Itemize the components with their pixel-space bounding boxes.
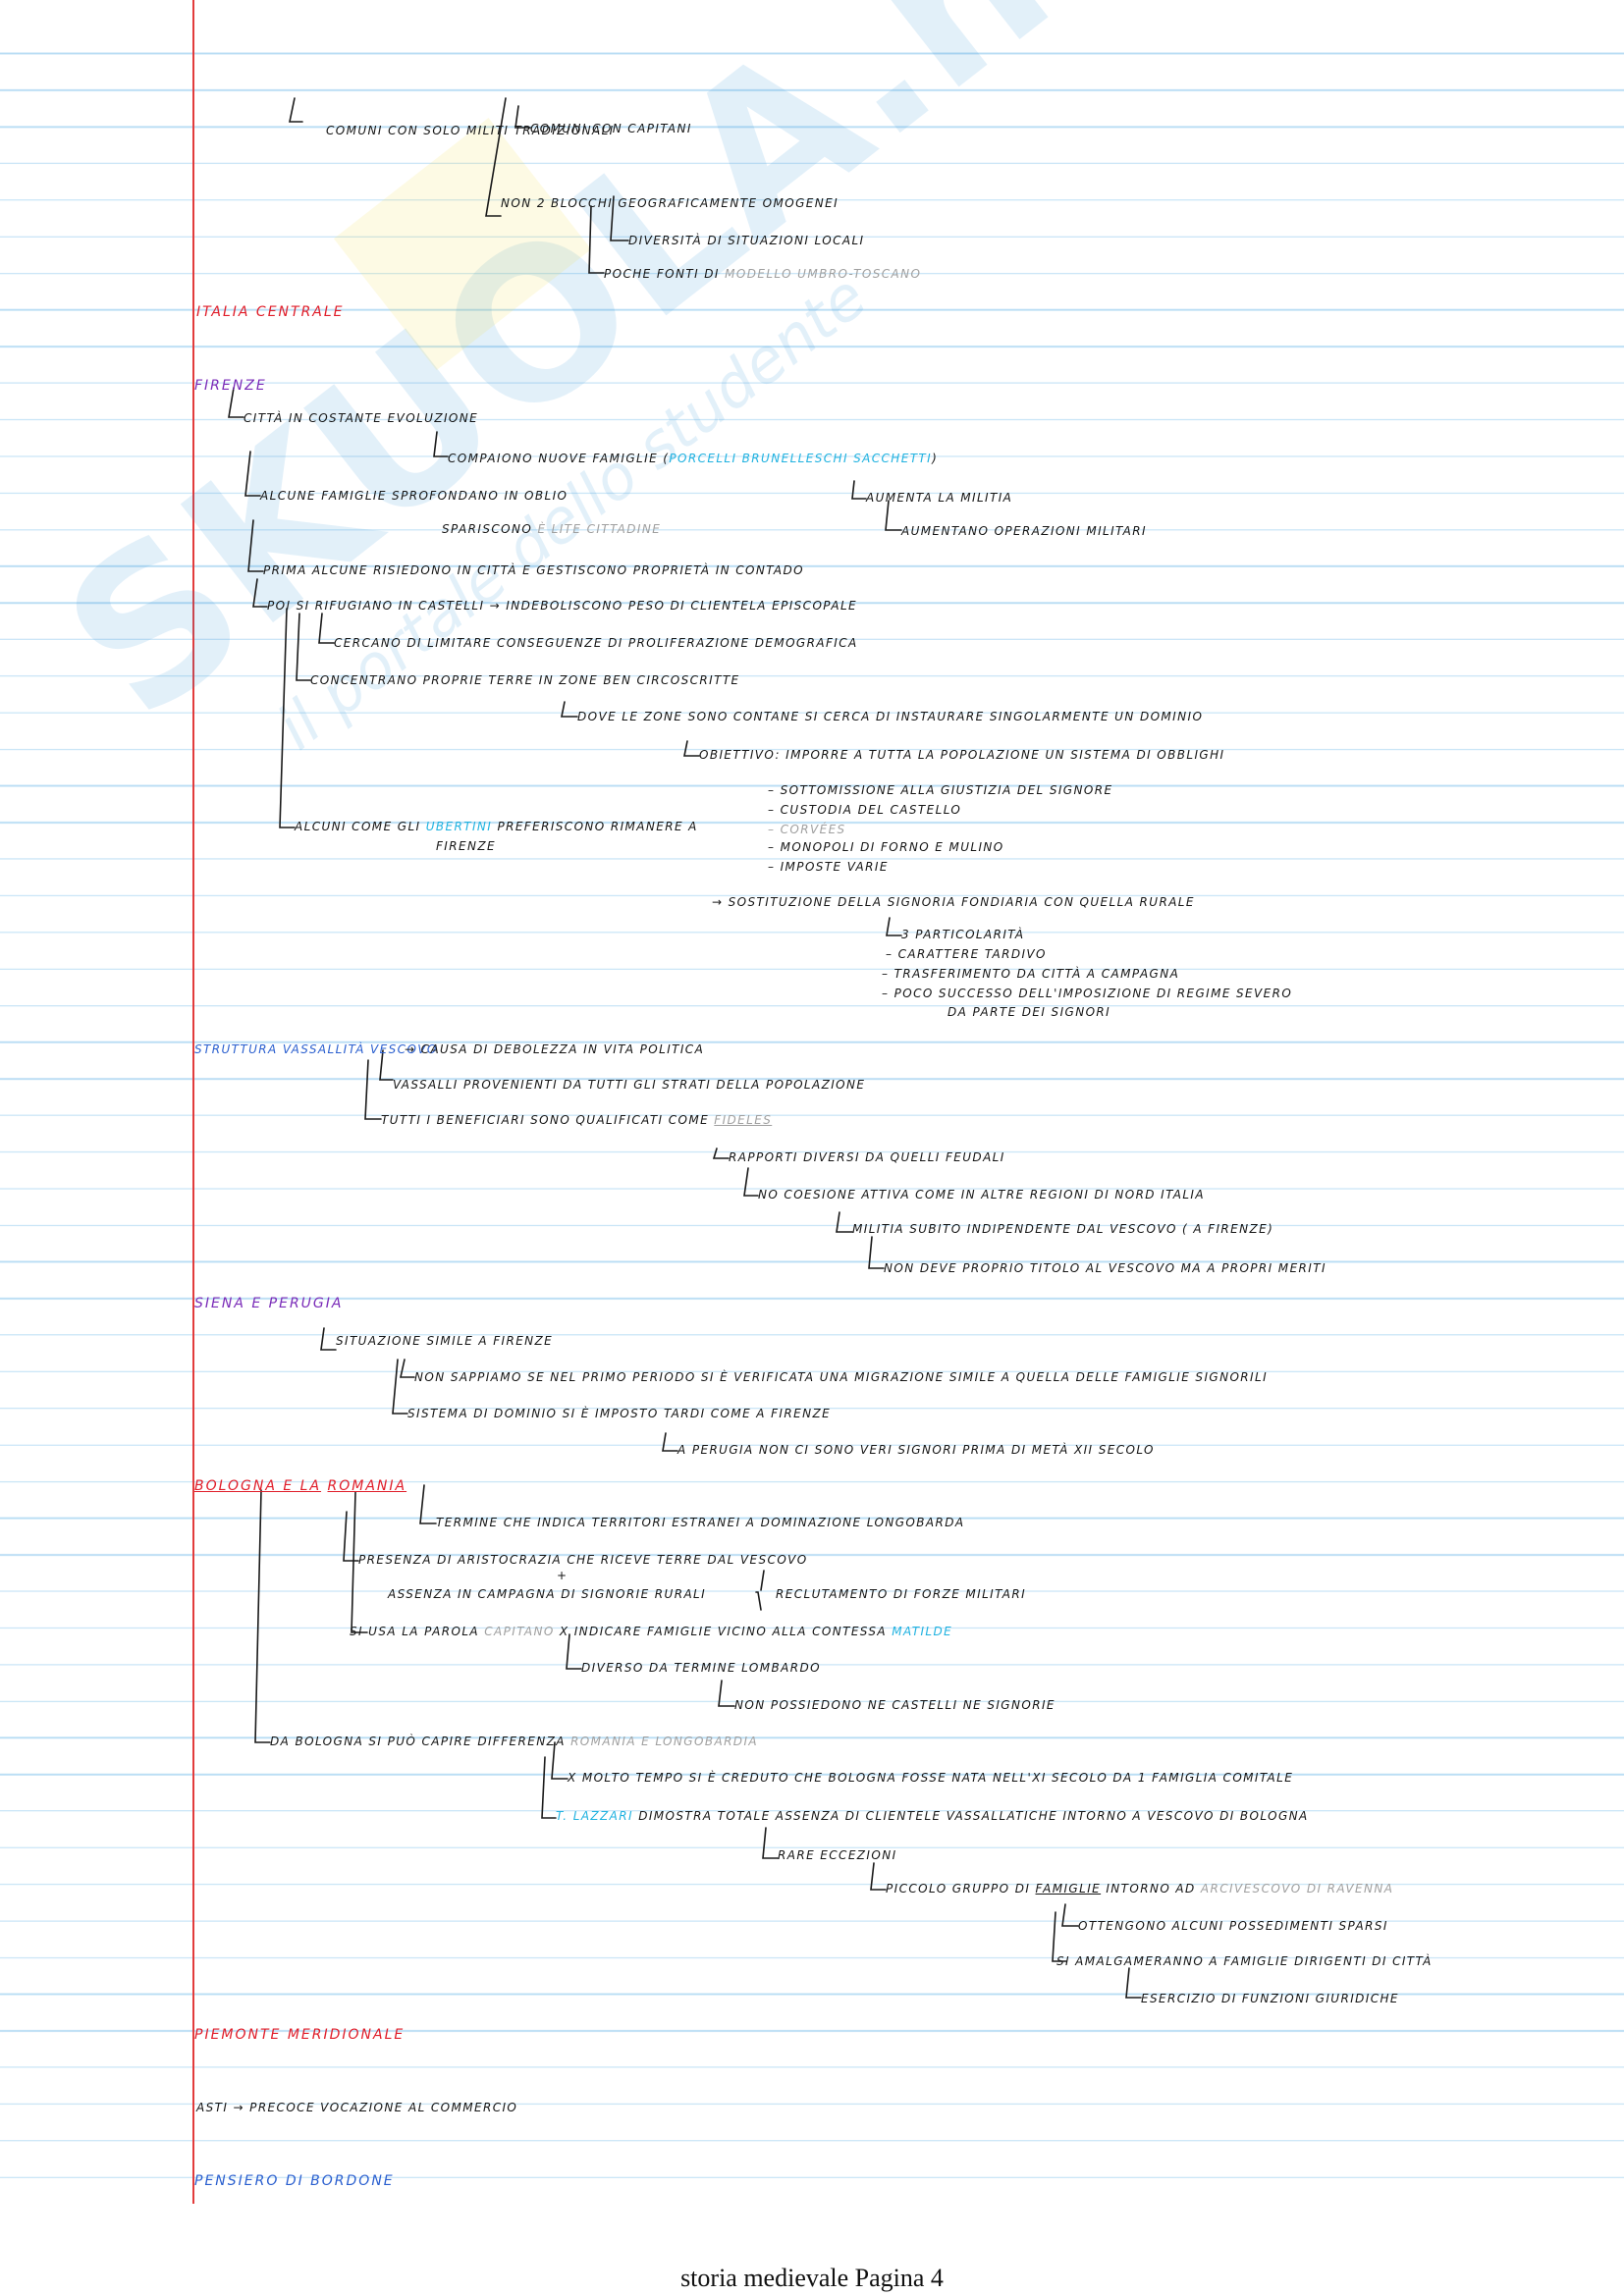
text-piccolo-gruppo: piccolo gruppo di famiglie intorno ad ar…: [886, 1882, 1393, 1896]
text-non-deve-titolo: non deve proprio titolo al vescovo ma a …: [884, 1261, 1326, 1275]
text-prima-alcune-risiedono: prima alcune risiedono in città e gestis…: [263, 563, 804, 577]
text-spariscono-a: spariscono: [442, 522, 533, 536]
heading-struttura-vassallita: struttura vassallità vescovo: [194, 1042, 438, 1056]
text-alcuni-come-ubertini: alcuni come gli ubertini preferiscono ri…: [295, 820, 698, 833]
text-ottengono-possedimenti: ottengono alcuni possedimenti sparsi: [1078, 1919, 1388, 1933]
text-arcivescovo-ravenna: arcivescovo di ravenna: [1200, 1882, 1394, 1896]
text-indeboliscono-peso: → indeboliscono peso di clientela episco…: [489, 599, 858, 613]
margin-line: [192, 0, 194, 2204]
text-diversita-situazioni: diversità di situazioni locali: [628, 234, 865, 247]
text-firenze-small: firenze: [436, 839, 496, 853]
text-rapporti-diversi: rapporti diversi da quelli feudali: [729, 1150, 1005, 1164]
text-obiettivo-imporre: obiettivo: imporre a tutta la popolazion…: [699, 748, 1225, 762]
text-romania-longobardia: romania e longobardia: [570, 1735, 758, 1748]
list-item-custodia: – custodia del castello: [768, 803, 962, 817]
text-alcuni-come: alcuni come gli: [295, 820, 421, 833]
text-non-2-blocchi: non 2 blocchi geograficamente omogenei: [501, 196, 839, 210]
footer-band: [0, 2209, 1624, 2296]
heading-piemonte: piemonte meridionale: [194, 2027, 406, 2043]
text-famiglie-nuove-nomi: porcelli brunelleschi sacchetti: [669, 452, 933, 465]
text-matilde: matilde: [892, 1625, 953, 1638]
text-dimostra-assenza: dimostra totale assenza di clientele vas…: [638, 1809, 1309, 1823]
text-tutti-beneficiari-a: tutti i beneficiari sono qualificati com…: [381, 1113, 710, 1127]
list-item-carattere-tardivo: – carattere tardivo: [886, 947, 1047, 961]
text-militia-indipendente: militia subito indipendente dal vescovo …: [852, 1222, 1274, 1236]
text-spariscono: spariscono è lite cittadine: [442, 522, 661, 536]
text-reclutamento: reclutamento di forze militari: [776, 1587, 1027, 1601]
list-item-sottomissione: – sottomissione alla giustizia del signo…: [768, 783, 1113, 797]
text-aumentano-operazioni: aumentano operazioni militari: [901, 524, 1147, 538]
heading-romania: romania: [327, 1478, 407, 1494]
text-esercizio-funzioni: esercizio di funzioni giuridiche: [1141, 1992, 1399, 2005]
text-si-usa-parola: si usa la parola capitano x indicare fam…: [350, 1625, 952, 1638]
text-comuni-con-capitani: comuni con capitani: [530, 122, 692, 135]
text-x-molto-tempo: x molto tempo si è creduto che bologna f…: [568, 1771, 1294, 1785]
text-tre-particolarita: 3 particolarità: [901, 928, 1025, 941]
text-termine-indica: termine che indica territori estranei a …: [436, 1516, 965, 1529]
text-piccolo-a: piccolo gruppo di: [886, 1882, 1031, 1896]
text-citta-costante-evoluzione: città in costante evoluzione: [244, 411, 479, 425]
list-item-imposte: – imposte varie: [768, 860, 889, 874]
text-intorno-ad: intorno ad: [1106, 1882, 1196, 1896]
text-sistema-dominio: sistema di dominio si è imposto tardi co…: [407, 1407, 832, 1420]
text-compaiono-nuove-famiglie: compaiono nuove famiglie (porcelli brune…: [448, 452, 938, 465]
text-poche-fonti: poche fonti di modello umbro-toscano: [604, 267, 921, 281]
text-famiglie-sprofondano: alcune famiglie sprofondano in oblio: [260, 489, 568, 503]
text-cercano-limitare: cercano di limitare conseguenze di proli…: [334, 636, 858, 650]
text-poi-rifugiano-castelli: poi si rifugiano in castelli → indebolis…: [267, 599, 857, 613]
text-asti-commercio: asti → precoce vocazione al commercio: [196, 2101, 518, 2114]
text-compaiono-a: compaiono nuove famiglie (: [448, 452, 670, 465]
text-aumenta-militia: aumenta la militia: [866, 491, 1013, 505]
text-fideles: fideles: [714, 1113, 773, 1127]
heading-bologna: bologna e la: [194, 1478, 322, 1494]
text-non-possiedono: non possiedono ne castelli ne signorie: [734, 1698, 1056, 1712]
text-causa-debolezza: → causa di debolezza in vita politica: [405, 1042, 705, 1056]
text-comuni-solo-militi: comuni con solo militi tradizionali: [326, 124, 615, 137]
text-si-usa-a: si usa la parola: [350, 1625, 480, 1638]
text-da-bologna: da bologna si può capire differenza roma…: [270, 1735, 758, 1748]
heading-bologna-romania: bologna e la romania: [194, 1478, 406, 1494]
text-lazzari-dimostra: T. Lazzari dimostra totale assenza di cl…: [556, 1809, 1309, 1823]
text-compaiono-c: ): [932, 452, 939, 465]
heading-italia-centrale: italia centrale: [196, 304, 345, 320]
text-presenza-aristocrazia: presenza di aristocrazia che riceve terr…: [358, 1553, 808, 1567]
heading-firenze: firenze: [194, 378, 267, 394]
text-perugia-signori: a perugia non ci sono veri signori prima…: [677, 1443, 1155, 1457]
text-poi-rifugiano: poi si rifugiano in castelli: [267, 599, 485, 613]
text-capitano: capitano: [484, 1625, 555, 1638]
text-famiglie-sottolineato: famiglie: [1035, 1882, 1102, 1896]
text-concentrano-terre: concentrano proprie terre in zone ben ci…: [310, 673, 740, 687]
text-da-bologna-a: da bologna si può capire differenza: [270, 1735, 566, 1748]
text-modello-umbro-toscano: modello umbro-toscano: [725, 267, 922, 281]
text-ubertini: ubertini: [425, 820, 493, 833]
text-si-amalgameranno: si amalgameranno a famiglie dirigenti di…: [1056, 1954, 1433, 1968]
text-dove-zone-contane: dove le zone sono contane si cerca di in…: [577, 710, 1204, 723]
text-vassalli-provenienti: vassalli provenienti da tutti gli strati…: [393, 1078, 866, 1092]
text-poche-fonti-a: poche fonti di: [604, 267, 720, 281]
text-sostituzione-signoria: → sostituzione della signoria fondiaria …: [712, 895, 1195, 909]
text-situazione-simile: situazione simile a firenze: [336, 1334, 554, 1348]
list-item-poco-successo: – poco successo dell'imposizione di regi…: [882, 987, 1293, 1000]
text-da-parte-signori: da parte dei signori: [947, 1005, 1111, 1019]
text-elite-cittadine: è lite cittadine: [537, 522, 662, 536]
text-tutti-beneficiari: tutti i beneficiari sono qualificati com…: [381, 1113, 772, 1127]
page-footer: storia medievale Pagina 4: [680, 2264, 944, 2292]
heading-siena-perugia: siena e perugia: [194, 1296, 344, 1311]
text-rare-eccezioni: rare eccezioni: [778, 1848, 897, 1862]
list-item-monopoli: – monopoli di forno e mulino: [768, 840, 1004, 854]
text-diverso-termine: diverso da termine lombardo: [581, 1661, 821, 1675]
text-non-sappiamo: non sappiamo se nel primo periodo si è v…: [414, 1370, 1269, 1384]
text-plus: +: [557, 1569, 568, 1582]
heading-pensiero-bordone: pensiero di bordone: [194, 2173, 395, 2189]
text-x-indicare: x indicare famiglie vicino alla contessa: [559, 1625, 888, 1638]
text-no-coesione: no coesione attiva come in altre regioni…: [758, 1188, 1205, 1201]
text-preferiscono-rimanere: preferiscono rimanere a: [497, 820, 698, 833]
text-assenza-campagna: assenza in campagna di signorie rurali: [388, 1587, 707, 1601]
list-item-corvees: – corvées: [768, 823, 846, 836]
text-t-lazzari: T. Lazzari: [556, 1809, 633, 1823]
list-item-trasferimento: – trasferimento da città a campagna: [882, 967, 1180, 981]
